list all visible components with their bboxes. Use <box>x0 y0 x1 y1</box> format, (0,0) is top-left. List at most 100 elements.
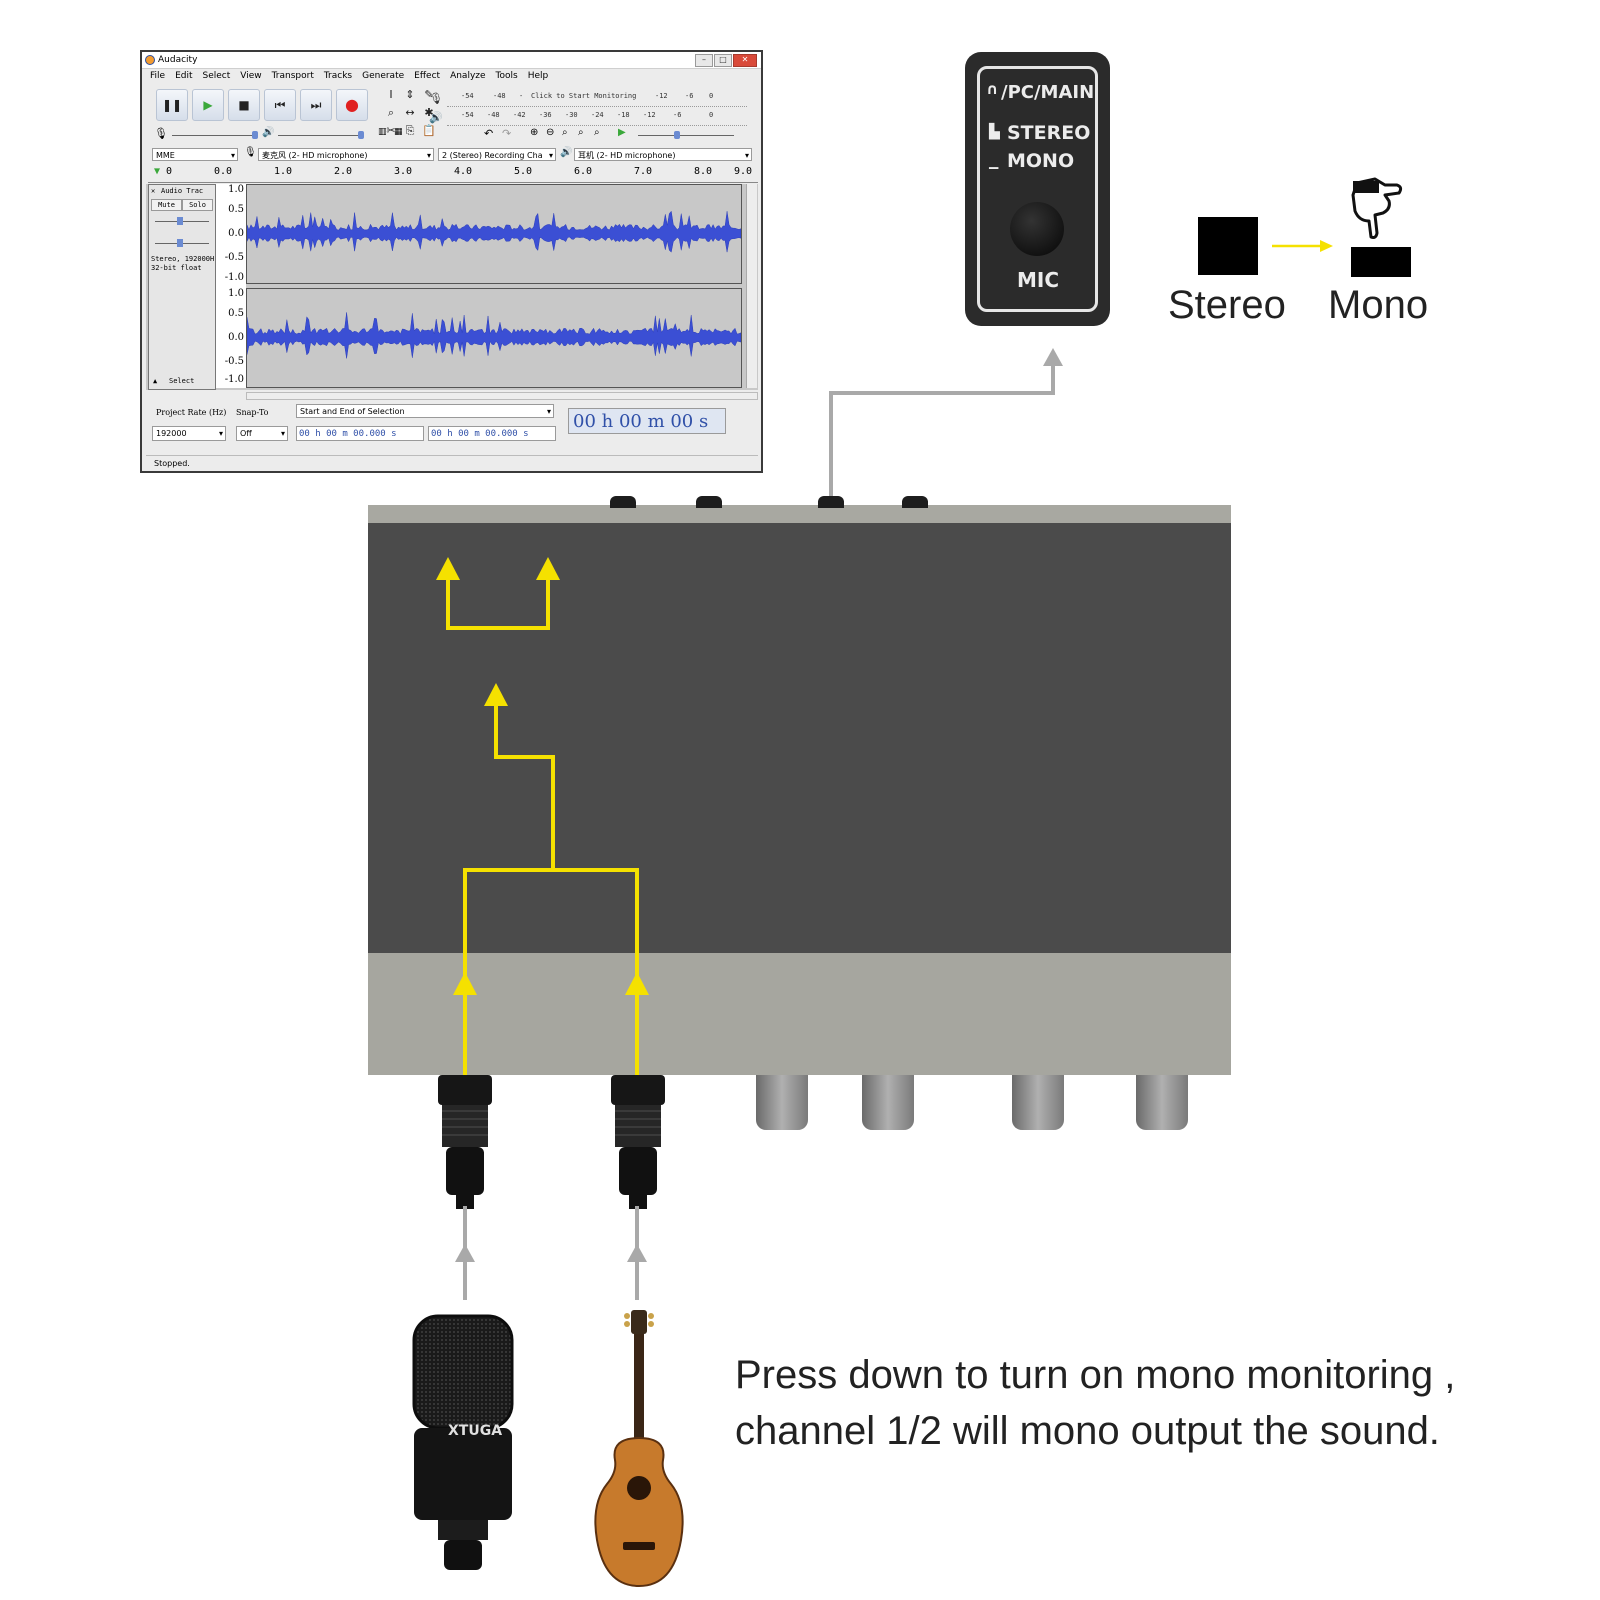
horizontal-scrollbar[interactable] <box>246 392 758 400</box>
output-jack[interactable] <box>696 496 722 508</box>
selection-end-time[interactable]: 00 h 00 m 00.000 s <box>428 426 556 441</box>
skip-end-button[interactable]: ⏭ <box>300 89 332 121</box>
xlr-connector-1 <box>438 1075 492 1209</box>
menu-effect[interactable]: Effect <box>414 71 441 81</box>
menu-analyze[interactable]: Analyze <box>450 71 486 81</box>
selection-start-time[interactable]: 00 h 00 m 00.000 s <box>296 426 424 441</box>
pan-slider[interactable] <box>177 239 183 247</box>
menu-select[interactable]: Select <box>202 71 231 81</box>
selection-tool-icon[interactable]: I <box>389 88 393 101</box>
menu-tools[interactable]: Tools <box>495 71 518 81</box>
waveform-right[interactable] <box>246 288 742 388</box>
volume-knob[interactable] <box>1012 1075 1064 1130</box>
envelope-tool-icon[interactable]: ⇕ <box>405 88 415 101</box>
selection-toolbar: Project Rate (Hz) Snap-To Start and End … <box>146 402 758 454</box>
meter-tick: -48 <box>493 92 506 100</box>
redo-icon[interactable]: ↷ <box>502 127 512 140</box>
zoom-in-icon[interactable]: ⊕ <box>530 127 539 138</box>
stop-button[interactable]: ■ <box>228 89 260 121</box>
pause-button[interactable]: ❚❚ <box>156 89 188 121</box>
gain-knob[interactable] <box>862 1075 914 1130</box>
meter-tick: -48 <box>487 111 500 119</box>
menu-help[interactable]: Help <box>527 71 549 81</box>
draw-tool-icon[interactable]: ✎ <box>424 88 434 101</box>
fit-project-icon[interactable]: ⌕ <box>578 127 584 138</box>
play-speed-slider[interactable] <box>674 131 680 139</box>
audacity-window: Audacity – □ ✕ File Edit Select View Tra… <box>140 50 763 473</box>
play-head-icon: ▼ <box>154 166 161 177</box>
panel-label-stereo: STEREO <box>1007 122 1091 144</box>
playback-meter[interactable]: 🔊 -54 -48 -42 -36 -30 -24 -18 -12 -6 0 <box>429 107 747 126</box>
track-name[interactable]: Audio Trac <box>161 187 204 195</box>
recording-device-select[interactable]: 麦克风 (2- HD microphone) <box>258 148 434 161</box>
snap-to-select[interactable]: Off <box>236 426 288 441</box>
title-bar: Audacity – □ ✕ <box>142 52 761 69</box>
ruler-tick: 4.0 <box>454 166 473 177</box>
mic-knob[interactable] <box>1010 202 1064 256</box>
record-button[interactable]: ● <box>336 89 368 121</box>
multi-tool-icon[interactable]: ✱ <box>424 106 434 119</box>
meter-tick: -30 <box>565 111 578 119</box>
menu-transport[interactable]: Transport <box>271 71 314 81</box>
mute-button[interactable]: Mute <box>151 199 182 211</box>
menu-generate[interactable]: Generate <box>362 71 405 81</box>
undo-icon[interactable]: ↶ <box>484 127 494 140</box>
panel-label-mono: MONO <box>1007 150 1075 172</box>
meter-tick: -24 <box>591 111 604 119</box>
snap-to-label: Snap-To <box>236 408 269 417</box>
collapse-icon[interactable]: ▲ <box>153 377 158 385</box>
maximize-icon[interactable]: □ <box>714 54 732 67</box>
zoom-tool-icon[interactable]: ⌕ <box>387 106 395 119</box>
menu-view[interactable]: View <box>240 71 262 81</box>
microphone-image <box>412 1314 514 1570</box>
headphone-icon: ∩ <box>986 80 999 98</box>
select-button[interactable]: Select <box>169 377 195 385</box>
project-rate-label: Project Rate (Hz) <box>156 408 227 417</box>
y-tick: 1.0 <box>228 184 244 195</box>
playback-volume-slider[interactable] <box>358 131 364 139</box>
selection-mode-select[interactable]: Start and End of Selection <box>296 404 554 418</box>
gain-knob[interactable] <box>756 1075 808 1130</box>
solo-button[interactable]: Solo <box>182 199 213 211</box>
play-at-speed-icon[interactable]: ▶ <box>618 127 626 138</box>
gain-slider[interactable] <box>177 217 183 225</box>
trim-icon[interactable]: ▦ <box>394 127 403 137</box>
silence-icon[interactable]: ▥ <box>378 127 387 137</box>
usb-port[interactable] <box>818 496 844 508</box>
mixer-toolbar: 🎙 🔊 ▥ ▦ ↶ ↷ ⊕ ⊖ ⌕ ⌕ ⌕ ▶ <box>148 127 758 145</box>
volume-knob[interactable] <box>1136 1075 1188 1130</box>
audio-position-display[interactable]: 00 h 00 m 00 s <box>568 408 726 434</box>
ruler-tick: 6.0 <box>574 166 593 177</box>
paste-icon[interactable]: 📋 <box>422 124 436 137</box>
power-port[interactable] <box>902 496 928 508</box>
playback-device-select[interactable]: 耳机 (2- HD microphone) <box>574 148 752 161</box>
menu-tracks[interactable]: Tracks <box>323 71 353 81</box>
track-info: Stereo, 192000H <box>151 255 215 263</box>
host-select[interactable]: MME <box>152 148 238 161</box>
zoom-toggle-icon[interactable]: ⌕ <box>594 127 600 138</box>
copy-icon[interactable]: ⎘ <box>405 124 415 137</box>
skip-start-button[interactable]: ⏮ <box>264 89 296 121</box>
channels-select[interactable]: 2 (Stereo) Recording Cha <box>438 148 556 161</box>
meter-tick: -36 <box>539 111 552 119</box>
output-jack[interactable] <box>610 496 636 508</box>
timeline-ruler[interactable]: ▼ 0 0.0 1.0 2.0 3.0 4.0 5.0 6.0 7.0 8.0 … <box>148 164 758 183</box>
record-meter[interactable]: 🎙 -54 -48 - Click to Start Monitoring -1… <box>429 88 747 107</box>
zoom-out-icon[interactable]: ⊖ <box>546 127 555 138</box>
mic-brand: XTUGA <box>448 1423 503 1439</box>
track-close-icon[interactable]: ✕ <box>151 187 156 195</box>
close-icon[interactable]: ✕ <box>733 54 757 67</box>
cut-icon[interactable]: ✂ <box>386 124 396 137</box>
fit-selection-icon[interactable]: ⌕ <box>562 127 568 138</box>
timeshift-tool-icon[interactable]: ↔ <box>405 106 415 119</box>
meter-tick: - <box>519 92 524 100</box>
vertical-scrollbar[interactable] <box>746 184 757 388</box>
project-rate-select[interactable]: 192000 <box>152 426 226 441</box>
play-button[interactable]: ▶ <box>192 89 224 121</box>
menu-file[interactable]: File <box>150 71 166 81</box>
track-area: ✕ Audio Trac Mute Solo Stereo, 192000H 3… <box>146 184 758 390</box>
minimize-icon[interactable]: – <box>695 54 713 67</box>
menu-edit[interactable]: Edit <box>175 71 193 81</box>
waveform-left[interactable] <box>246 184 742 284</box>
record-volume-slider[interactable] <box>252 131 258 139</box>
